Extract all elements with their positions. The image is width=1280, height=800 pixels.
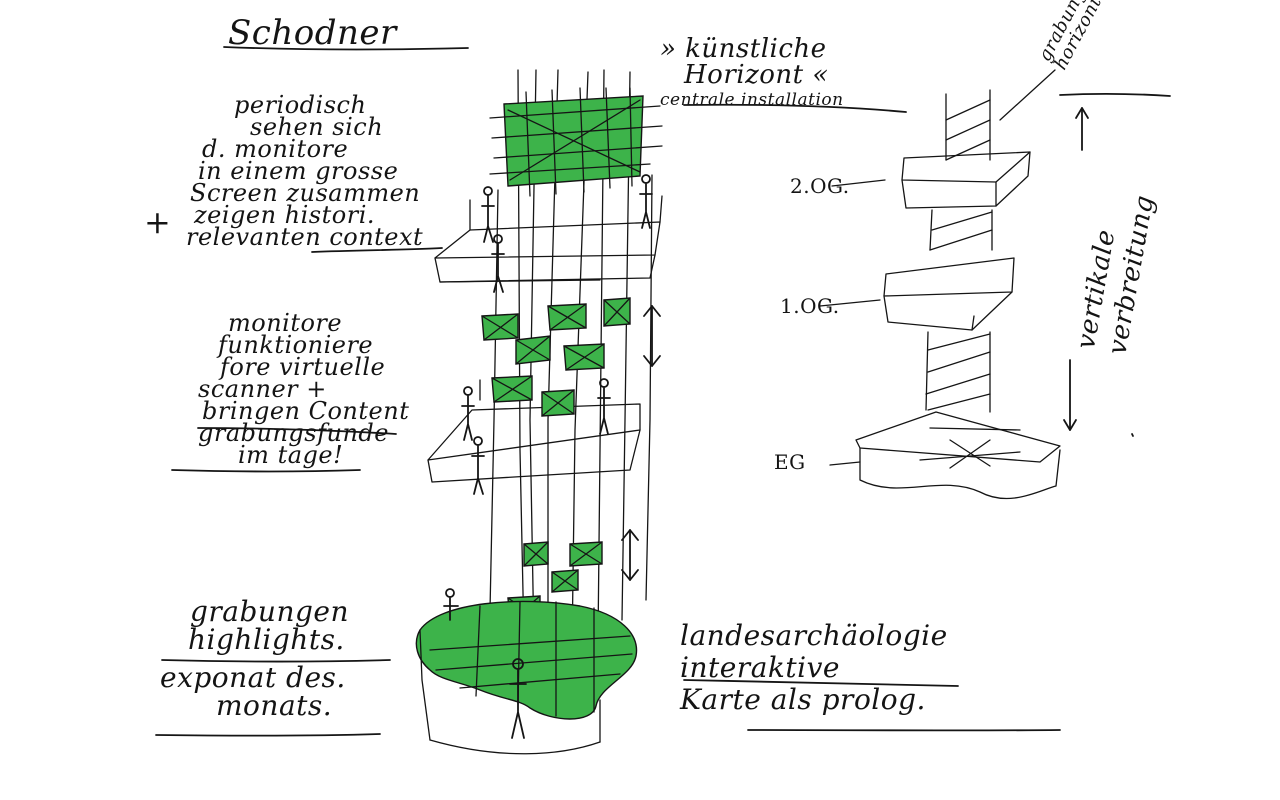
range-arrows <box>621 305 661 581</box>
interaktive-underline <box>683 679 959 687</box>
content-underline <box>197 427 397 435</box>
upper-platform <box>434 195 663 283</box>
middle-platform <box>427 379 641 483</box>
section-sketch <box>855 89 1061 500</box>
sketch-title: Schodner <box>228 13 397 53</box>
ground-map <box>415 600 638 755</box>
floor-label-og2: 2.OG. <box>790 174 850 198</box>
og2-leader <box>831 179 886 187</box>
eg-leader <box>829 461 861 466</box>
horizont-leader <box>999 69 1056 121</box>
tower-verticals <box>489 69 653 651</box>
floor-label-eg: EG <box>774 450 806 474</box>
vertical-arrows <box>1063 107 1134 437</box>
monats-underline <box>155 733 381 737</box>
title-underline <box>223 46 469 51</box>
note-periodisch: periodisch sehen sich d. monitore in ein… <box>186 91 424 251</box>
leader-lines <box>819 69 1056 466</box>
plus-mark: + <box>144 203 172 241</box>
og1-leader <box>819 299 881 307</box>
note-monitore: monitore funktioniere fore virtuelle sca… <box>198 309 410 469</box>
underline-strokes <box>155 46 1171 737</box>
context-underline <box>311 247 443 253</box>
note-kuenstliche-horizont: » künstliche Horizont « centrale install… <box>660 34 844 110</box>
note-grabungen: grabungen highlights. exponat des. monat… <box>160 595 350 722</box>
visitor-figures <box>443 174 653 739</box>
floor-label-og1: 1.OG. <box>780 294 840 318</box>
note-landesarchaeologie: landesarchäologie interaktive Karte als … <box>680 619 948 716</box>
centrale-underline <box>683 103 907 113</box>
highlights-underline <box>161 659 391 663</box>
top-screen <box>489 87 663 197</box>
horizont-underline <box>1059 93 1171 97</box>
tage-underline <box>171 469 361 473</box>
monitor-panels <box>481 297 631 623</box>
